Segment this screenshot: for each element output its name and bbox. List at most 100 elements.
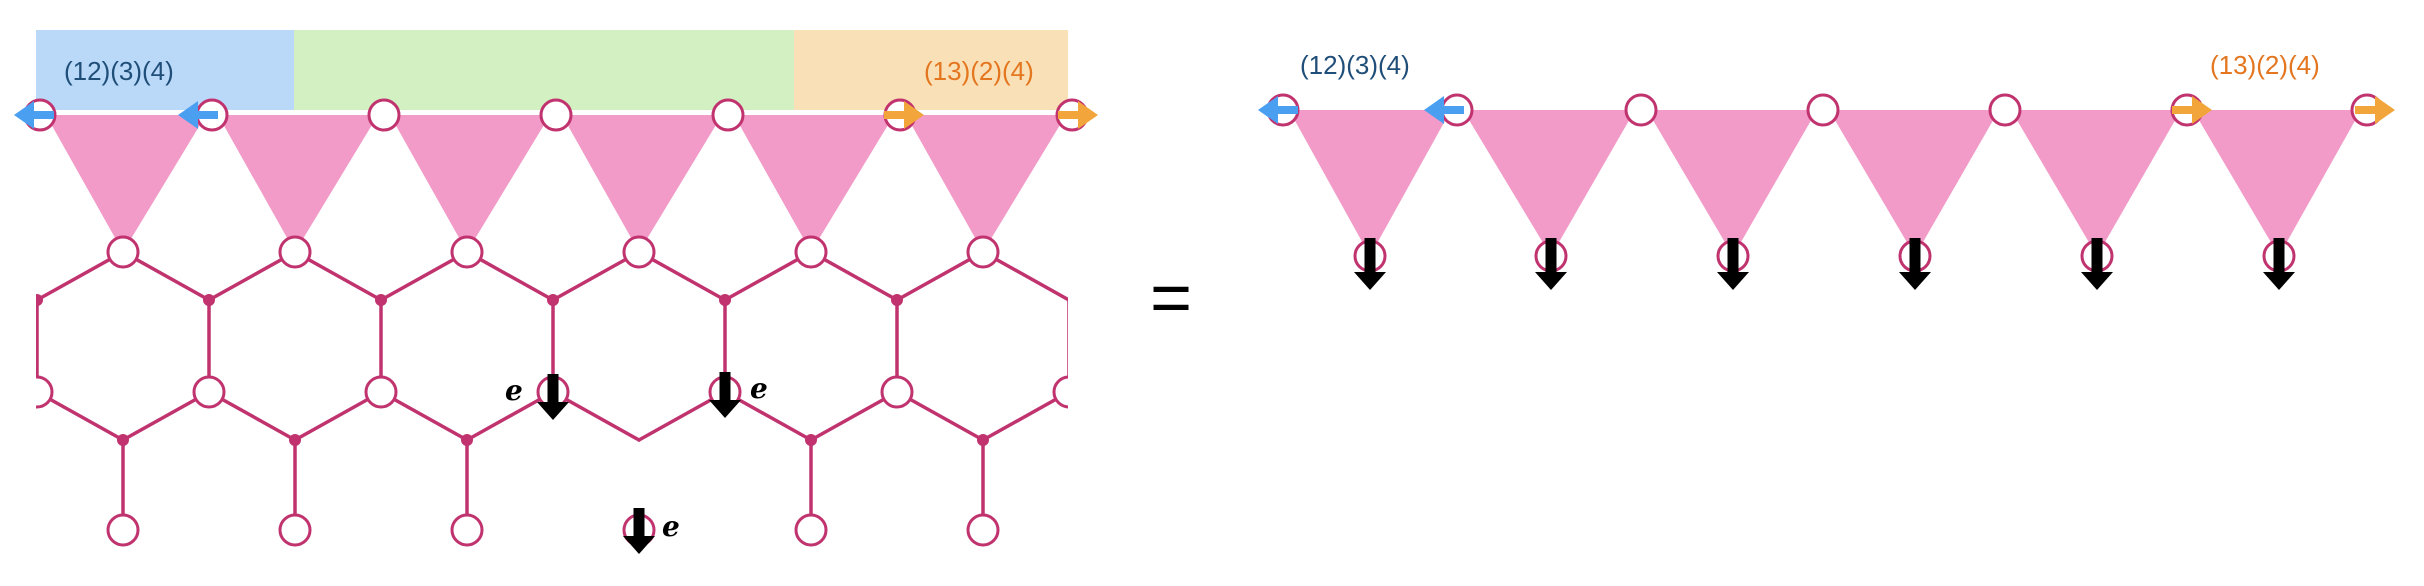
vertex-dot: [547, 294, 559, 306]
down-arrow: [623, 508, 655, 554]
arrow-head: [2081, 272, 2113, 290]
vertex-dot: [203, 294, 215, 306]
arrow-head: [1424, 96, 1444, 124]
triangle: [1647, 110, 1817, 256]
down-arrow: [1899, 238, 1931, 290]
e-label-2: e: [750, 372, 768, 405]
triangle: [2011, 110, 2181, 256]
down-arrow: [1535, 238, 1567, 290]
arrow-shaft: [2355, 106, 2375, 114]
blue-region: [36, 30, 294, 110]
arrow-shaft: [1364, 238, 1376, 272]
arrow-head: [2375, 96, 2395, 124]
open-circle: [450, 513, 484, 547]
arrow-head: [1078, 101, 1098, 129]
blue-arrow: [1424, 96, 1464, 124]
open-circle: [36, 375, 54, 409]
arrow-head: [14, 101, 34, 129]
left-top-circles: [367, 98, 745, 132]
arrow-shaft: [1909, 238, 1921, 272]
arrow-head: [623, 536, 655, 554]
arrow-head: [1899, 272, 1931, 290]
open-circle: [1052, 375, 1068, 409]
open-circle: [622, 235, 656, 269]
orange-arrow: [2355, 96, 2395, 124]
arrow-shaft: [2273, 238, 2285, 272]
arrow-shaft: [1278, 106, 1298, 114]
open-circle: [794, 235, 828, 269]
vertex-dot: [36, 294, 43, 306]
arrow-head: [1354, 272, 1386, 290]
vertex-dot: [289, 434, 301, 446]
left-triangles: [46, 115, 1066, 252]
left-down-arrows: [537, 372, 741, 554]
top-open-circle: [367, 98, 401, 132]
arrow-shaft: [1444, 106, 1464, 114]
triangle: [390, 115, 550, 252]
arrow-shaft: [2172, 106, 2192, 114]
arrow-shaft: [1058, 111, 1078, 119]
orange-arrow: [884, 101, 924, 129]
open-circle: [192, 375, 226, 409]
blue-arrow: [178, 101, 218, 129]
arrow-head: [178, 101, 198, 129]
right-triangles: [1289, 110, 2361, 256]
left-network: (12)(3)(4) (13)(2)(4) e e e: [14, 30, 1098, 554]
down-arrow: [537, 374, 569, 420]
top-open-circle: [1624, 93, 1658, 127]
arrow-shaft: [719, 372, 731, 400]
vertex-dot: [977, 434, 989, 446]
open-circle: [450, 235, 484, 269]
open-circle: [966, 235, 1000, 269]
e-label-3: e: [662, 510, 680, 543]
vertex-dot: [891, 294, 903, 306]
honeycomb-vertices: [36, 294, 989, 446]
arrow-shaft: [1545, 238, 1557, 272]
right-perm-label-left: (13)(2)(4): [924, 56, 1034, 86]
open-circle: [880, 375, 914, 409]
arrow-head: [2192, 96, 2212, 124]
blue-arrow: [14, 101, 54, 129]
arrow-shaft: [1727, 238, 1739, 272]
left-boundary-arrows: [14, 98, 1098, 132]
blue-arrow: [1258, 96, 1298, 124]
top-open-circle: [711, 98, 745, 132]
triangle: [1463, 110, 1635, 256]
vertex-dot: [805, 434, 817, 446]
triangle: [562, 115, 722, 252]
arrow-head: [1535, 272, 1567, 290]
down-arrow: [2263, 238, 2295, 290]
bond: [1067, 390, 1068, 394]
down-arrow: [1354, 238, 1386, 290]
e-label-1: e: [505, 374, 523, 407]
triangle: [1829, 110, 1999, 256]
down-arrow: [1717, 238, 1749, 290]
open-circle: [794, 513, 828, 547]
bond: [1067, 298, 1068, 302]
bond: [36, 390, 39, 395]
green-region: [294, 30, 794, 110]
top-open-circle: [1988, 93, 2022, 127]
open-circle: [278, 513, 312, 547]
arrow-head: [1717, 272, 1749, 290]
open-circle: [106, 513, 140, 547]
arrow-shaft: [198, 111, 218, 119]
down-arrow: [2081, 238, 2113, 290]
open-circle: [364, 375, 398, 409]
arrow-head: [537, 402, 569, 420]
open-circle: [106, 235, 140, 269]
orange-region: [794, 30, 1068, 110]
arrow-shaft: [2091, 238, 2103, 272]
orange-arrow: [2172, 96, 2212, 124]
vertex-dot: [461, 434, 473, 446]
arrow-shaft: [547, 374, 559, 402]
triangle: [906, 115, 1066, 252]
open-circle: [966, 513, 1000, 547]
top-open-circle: [1806, 93, 1840, 127]
vertex-dot: [117, 434, 129, 446]
orange-arrow: [1058, 101, 1098, 129]
left-perm-label-right: (12)(3)(4): [1300, 50, 1410, 80]
top-open-circle: [539, 98, 573, 132]
vertex-dot: [375, 294, 387, 306]
